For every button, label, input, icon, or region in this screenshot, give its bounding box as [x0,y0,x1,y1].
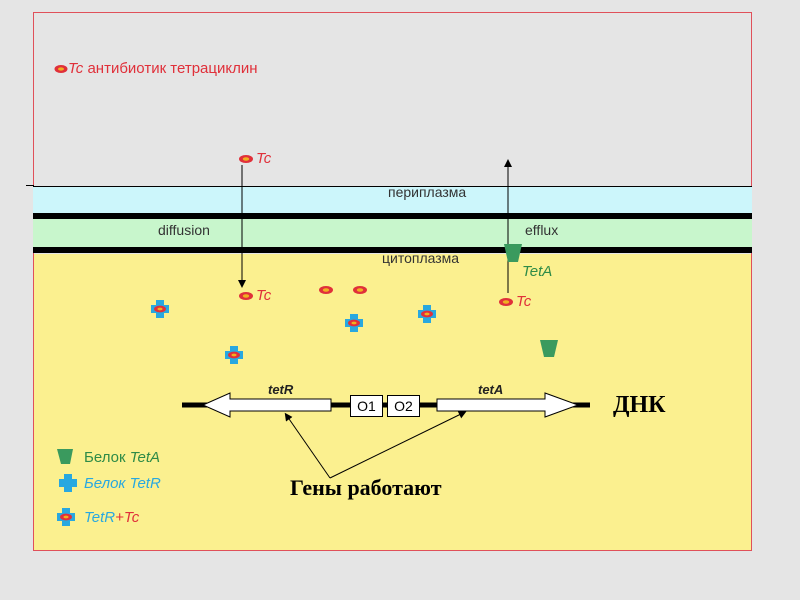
periplasm-layer [33,186,752,214]
tetr-gene-arrow [201,392,332,418]
legend-complex-tc: Tc [123,509,140,526]
teta-gene-label: tetA [478,382,504,397]
tetracycline-molecule-icon [319,286,333,294]
genes-working-caption: Гены работают [290,475,442,500]
tc-legend-abbrev: Tc [68,60,84,77]
operator-o1: O1 [350,395,383,417]
legend-teta-name: TetA [129,449,160,466]
inner-membrane-line [33,247,752,253]
cell-wall-edge-line [26,185,34,186]
operator-o2: O2 [387,395,420,417]
cytoplasm-label: цитоплазма [382,250,460,266]
tetr-tc-complex-icon [418,305,436,323]
teta-protein-icon [504,244,522,262]
tc-label-efflux: Tc [516,293,532,310]
tetracycline-molecule-icon [239,292,253,300]
tc-label-outside: Tc [256,150,272,167]
legend-tetr: Белок TetR [84,475,161,492]
legend-complex: TetR+Tc [84,509,139,526]
legend-complex-tetr: TetR [84,509,116,526]
tetracycline-molecule-icon [353,286,367,294]
teta-protein-icon [57,449,73,464]
tetr-gene-label: tetR [268,382,294,397]
outer-membrane-line [33,213,752,219]
tetracycline-molecule-icon [499,298,513,306]
tetr-protein-icon [59,474,77,492]
tetr-tc-complex-icon [151,300,169,318]
tc-legend-text: антибиотик тетрациклин [83,60,258,77]
legend-teta-prefix: Белок [84,449,130,466]
diffusion-label: diffusion [158,222,210,238]
caption-pointer-right [329,411,467,479]
tetracycline-molecule-icon [54,65,68,74]
teta-gene-arrow [436,392,580,418]
tetracycline-molecule-icon [239,155,253,163]
cytoplasm-region [33,254,752,551]
tc-legend: Tc антибиотик тетрациклин [54,60,258,77]
legend-complex-plus: + [115,509,124,526]
tetr-tc-complex-icon [225,346,243,364]
tc-label-inside: Tc [256,287,272,304]
teta-label: TetA [522,263,553,280]
teta-protein-icon [540,340,558,357]
tetr-tc-complex-icon [345,314,363,332]
periplasm-label: периплазма [388,184,467,200]
caption-pointer-left [284,412,331,479]
dna-label: ДНК [613,392,666,418]
legend-teta: Белок TetA [84,449,160,466]
tetr-tc-complex-icon [57,508,75,526]
membrane-layer [33,219,752,247]
efflux-label: efflux [525,222,559,238]
